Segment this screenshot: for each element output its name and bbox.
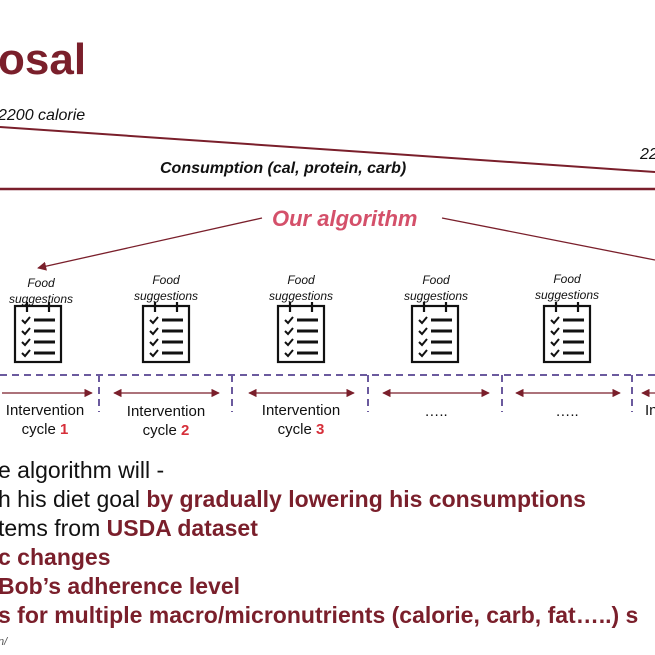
intervention-cycle-label: In <box>645 401 655 420</box>
calorie-start-label: 2200 calorie <box>0 107 86 124</box>
bullet-line: s for multiple macro/micronutrients (cal… <box>0 601 638 629</box>
calorie-end-label: 22 <box>640 146 655 163</box>
food-label-line1: Food <box>287 273 315 287</box>
food-label-line2: suggestions <box>403 289 469 303</box>
checklist-icon <box>276 302 326 364</box>
bullet-highlight: s for multiple macro/micronutrients (cal… <box>0 602 639 628</box>
bullet-line: tems from USDA dataset <box>0 514 258 542</box>
bullet-line: Bob’s adherence level <box>0 572 240 600</box>
checklist-icon <box>410 302 460 364</box>
checklist-icon <box>13 302 63 364</box>
bullet-highlight: by gradually lowering his consumptions <box>146 486 586 512</box>
food-suggestions-label: Food suggestions <box>121 272 211 304</box>
consumption-label: Consumption (cal, protein, carb) <box>160 160 407 177</box>
algorithm-arrow-right <box>441 217 655 261</box>
bullet-highlight: USDA dataset <box>106 515 258 541</box>
bullet-line: c changes <box>0 543 111 571</box>
food-label-line2: suggestions <box>268 289 334 303</box>
cycle-label-line1: ….. <box>555 403 579 420</box>
cycle-number: 3 <box>316 421 325 438</box>
cycle-label-word: cycle <box>142 422 177 439</box>
slide-title: osal <box>0 35 87 84</box>
bullet-line: e algorithm will - <box>0 456 164 484</box>
food-suggestions-label: Food suggestions <box>0 275 86 307</box>
footnote: n/ <box>0 636 8 648</box>
cycle-number: 1 <box>60 421 69 438</box>
cycle-label-line1: Intervention <box>5 402 85 419</box>
food-label-line1: Food <box>27 276 55 290</box>
intervention-cycle-label: ….. <box>507 402 627 421</box>
consumption-trend-line <box>0 126 655 173</box>
bullet-highlight: Bob’s adherence level <box>0 573 241 599</box>
food-label-line1: Food <box>553 272 581 286</box>
cycle-label-word: cycle <box>277 421 312 438</box>
bullet-text: tems from <box>0 515 107 541</box>
cycle-label-line1: Intervention <box>126 403 206 420</box>
checklist-icon <box>141 302 191 364</box>
intervention-cycle-label: ….. <box>376 402 496 421</box>
cycle-number: 2 <box>181 422 190 439</box>
cycle-label-line1: Intervention <box>261 402 341 419</box>
intervention-cycle-label: Intervention cycle 1 <box>0 401 105 439</box>
bullet-line: h his diet goal by gradually lowering hi… <box>0 485 586 513</box>
algorithm-label: Our algorithm <box>272 206 418 231</box>
food-label-line1: Food <box>422 273 450 287</box>
checklist-icon <box>542 302 592 364</box>
food-suggestions-label: Food suggestions <box>391 272 481 304</box>
bullet-text: h his diet goal <box>0 486 147 512</box>
food-suggestions-label: Food suggestions <box>256 272 346 304</box>
food-label-line2: suggestions <box>534 288 600 302</box>
food-label-line1: Food <box>152 273 180 287</box>
bullet-text: e algorithm will - <box>0 457 165 483</box>
food-suggestions-label: Food suggestions <box>522 271 612 303</box>
cycle-label-line1: In <box>645 402 655 419</box>
food-label-line2: suggestions <box>133 289 199 303</box>
intervention-cycle-label: Intervention cycle 3 <box>241 401 361 439</box>
cycle-label-line1: ….. <box>424 403 448 420</box>
cycle-label-word: cycle <box>21 421 56 438</box>
algorithm-arrow-left <box>37 217 263 271</box>
food-label-line2: suggestions <box>8 292 74 306</box>
bullet-highlight: c changes <box>0 544 111 570</box>
intervention-cycle-label: Intervention cycle 2 <box>106 402 226 440</box>
